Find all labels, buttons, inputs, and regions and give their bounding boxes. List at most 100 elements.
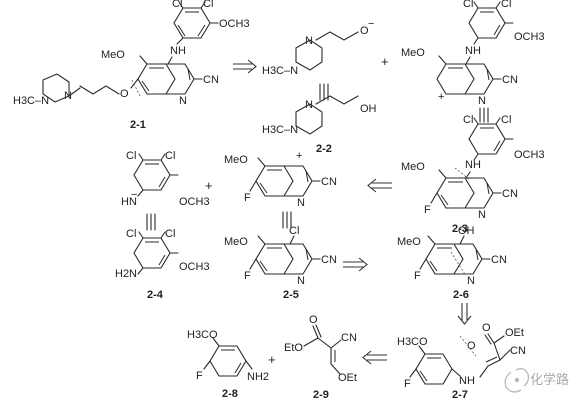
atom-o: O: [360, 25, 369, 37]
watermark-text: 化学路: [530, 372, 569, 387]
atom-n: N: [305, 99, 313, 111]
atom-cn: CN: [203, 74, 219, 86]
atom-cl: Cl: [126, 228, 136, 240]
atom-meo: MeO: [224, 154, 248, 166]
atom-h3co: H3CO: [187, 329, 218, 341]
atom-oh: OH: [360, 103, 377, 115]
retro-arrow: [457, 303, 472, 325]
compound-label-2-8: 2-8: [222, 388, 238, 400]
atom-nh: NH: [170, 45, 186, 57]
atom-n: N: [297, 197, 305, 209]
atom-meo: MeO: [224, 236, 248, 248]
retro-arrow: [362, 350, 387, 365]
atom-meo: MeO: [401, 47, 425, 59]
atom-n: N: [478, 95, 486, 107]
atom-nh: NH: [459, 375, 475, 387]
watermark-logo-icon: [504, 368, 530, 393]
retro-arrow: [367, 178, 392, 193]
atom-f: F: [244, 270, 251, 282]
compound-label-2-1: 2-1: [130, 119, 146, 131]
atom-cn: CN: [491, 254, 507, 266]
atom-meo: MeO: [401, 161, 425, 173]
equivalence-symbol: [146, 213, 156, 231]
equivalence-symbol: [282, 211, 292, 229]
atom-n: N: [179, 95, 187, 107]
cation-charge: +: [438, 91, 444, 103]
atom-o: O: [467, 340, 476, 352]
atom-n: N: [478, 209, 486, 221]
atom-och3: OCH3: [179, 196, 210, 208]
atom-f: F: [424, 204, 431, 216]
atom-n: N: [64, 90, 72, 102]
retro-arrow: [233, 59, 257, 74]
atom-f: F: [404, 378, 411, 390]
atom-och3: OCH3: [179, 261, 210, 273]
atom-cn: CN: [502, 188, 518, 200]
compound-2-3: Cl Cl OCH3 NH CN N MeO F 2-3: [401, 114, 545, 235]
compound-label-2-2: 2-2: [316, 143, 332, 155]
atom-nh2: NH2: [247, 371, 269, 383]
fragment-fluoroquinolinium: CN N MeO F +: [224, 150, 337, 209]
atom-och3: OCH3: [219, 18, 250, 30]
compound-2-1: Cl Cl OCH3 NH CN N MeO O N H3C–N 2-1: [13, 0, 250, 131]
atom-cl: Cl: [165, 150, 175, 162]
plus-operator: +: [268, 352, 276, 367]
atom-cl: Cl: [165, 228, 175, 240]
atom-f: F: [196, 370, 203, 382]
compound-2-8: H3CO F NH2 2-8: [187, 329, 269, 400]
anion-charge: −: [368, 18, 374, 30]
atom-oh: OH: [458, 225, 475, 237]
plus-operator: +: [205, 178, 213, 193]
atom-f: F: [244, 192, 251, 204]
atom-h3co: H3CO: [397, 336, 428, 348]
compound-2-9: O EtO CN OEt 2-9: [284, 314, 357, 401]
equivalence-symbol: [479, 107, 489, 123]
atom-oet: OEt: [505, 327, 524, 339]
atom-cl: Cl: [289, 225, 299, 237]
compound-2-7: H3CO F NH CN O OEt O 2-7: [397, 322, 526, 401]
watermark: 化学路: [504, 368, 569, 393]
atom-n: N: [297, 275, 305, 287]
atom-h2n: H2N: [115, 268, 137, 280]
compound-label-2-6: 2-6: [453, 289, 469, 301]
atom-h3c-n: H3C–N: [262, 65, 298, 77]
atom-cl: Cl: [501, 0, 511, 10]
atom-och3: OCH3: [514, 149, 545, 161]
retro-arrow: [343, 257, 368, 272]
atom-nh: NH: [465, 45, 481, 57]
compound-label-2-4: 2-4: [147, 289, 164, 301]
atom-o: O: [309, 314, 318, 326]
atom-cl: Cl: [463, 114, 473, 126]
compound-label-2-3: 2-3: [452, 223, 468, 235]
atom-cl: Cl: [172, 0, 182, 10]
atom-n: N: [467, 275, 475, 287]
atom-hn: HN: [121, 196, 137, 208]
cation-charge: +: [296, 150, 302, 162]
fragment-anilide-anion: Cl Cl OCH3 HN −: [121, 150, 210, 208]
atom-n: N: [305, 35, 313, 47]
atom-h3c-n: H3C–N: [13, 95, 49, 107]
atom-o: O: [482, 322, 491, 334]
atom-meo: MeO: [101, 49, 125, 61]
atom-o: O: [120, 88, 129, 100]
atom-cl: Cl: [126, 150, 136, 162]
atom-f: F: [414, 270, 421, 282]
atom-cn: CN: [510, 345, 526, 357]
compound-2-4: Cl Cl OCH3 H2N 2-4: [115, 228, 210, 301]
atom-h3c-n: H3C–N: [262, 124, 298, 136]
atom-cl: Cl: [501, 114, 511, 126]
compound-label-2-7: 2-7: [452, 389, 468, 401]
atom-och3: OCH3: [514, 31, 545, 43]
atom-cl: Cl: [463, 0, 473, 10]
fragment-piperazinylpropoxide: N H3C–N O −: [262, 18, 374, 77]
atom-eto: EtO: [284, 342, 303, 354]
compound-2-6: OH CN N MeO F 2-6: [397, 225, 507, 301]
fragment-quinolinium-cation: Cl Cl OCH3 NH CN N MeO +: [401, 0, 545, 107]
atom-cn: CN: [321, 176, 337, 188]
compound-label-2-9: 2-9: [313, 389, 329, 401]
atom-meo: MeO: [397, 236, 421, 248]
compound-2-5: Cl CN N MeO F 2-5: [224, 225, 337, 301]
atom-cn: CN: [502, 74, 518, 86]
atom-cn: CN: [341, 332, 357, 344]
